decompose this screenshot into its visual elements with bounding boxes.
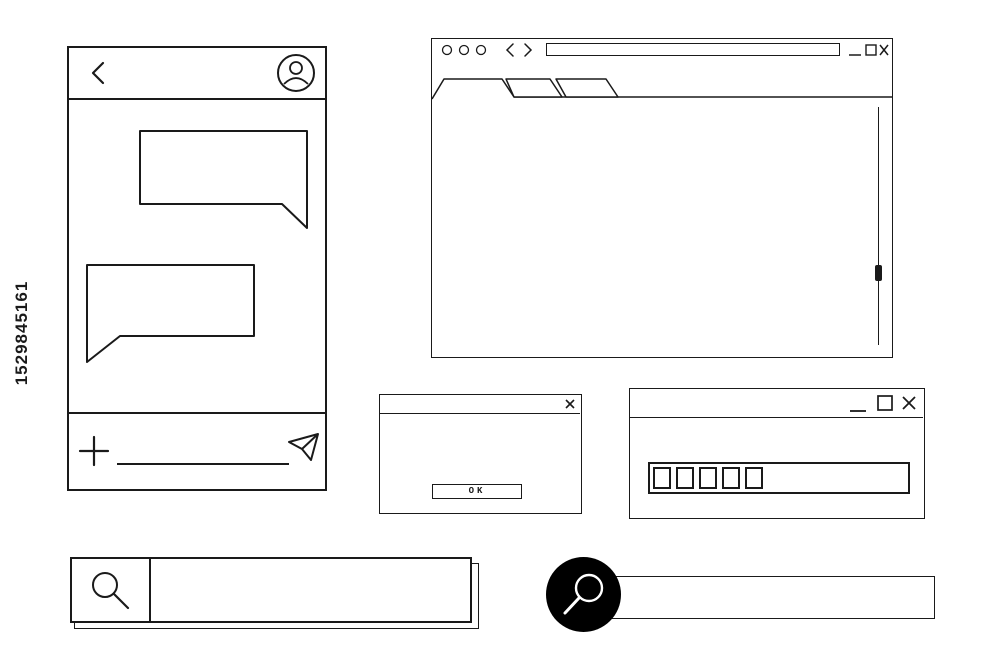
round-search-button[interactable] [546,557,621,632]
chevron-left-icon[interactable] [87,60,111,86]
minimize-icon[interactable] [848,395,868,413]
plus-icon[interactable] [77,434,111,468]
minimize-icon[interactable] [848,43,862,57]
chat-header [69,48,325,100]
tab-3[interactable] [554,77,620,99]
progress-segment [745,467,763,489]
chevron-left-icon[interactable] [504,42,516,58]
phone-chat-window [67,46,327,491]
search-button[interactable] [72,559,151,621]
chevron-right-icon[interactable] [522,42,534,58]
tab-2[interactable] [504,77,564,99]
close-icon[interactable] [878,43,890,57]
search-icon [563,573,604,615]
search-input[interactable] [152,559,470,621]
window-dots [441,44,487,56]
tab-strip [432,78,892,100]
round-search-input[interactable] [588,576,935,619]
search-bar [70,557,472,623]
maximize-icon[interactable] [864,43,878,57]
ok-button[interactable]: OK [432,484,522,499]
progress-window [629,388,925,519]
search-icon [92,572,130,610]
scrollbar-track[interactable] [878,107,879,345]
progress-segment [722,467,740,489]
progress-title-bar [630,389,923,418]
paper-plane-icon[interactable] [287,432,321,462]
progress-bar [648,462,910,494]
dialog-title-bar [380,395,580,414]
scrollbar-thumb[interactable] [875,265,882,281]
progress-segment [699,467,717,489]
ok-button-label: OK [468,486,486,496]
progress-segment [653,467,671,489]
chat-composer [69,412,325,491]
message-bubble-outgoing [86,264,255,363]
close-icon[interactable] [901,394,917,412]
close-icon[interactable] [564,398,576,410]
maximize-icon[interactable] [876,394,894,412]
progress-segment [676,467,694,489]
message-bubble-incoming [139,130,308,229]
message-input[interactable] [117,463,289,465]
address-bar[interactable] [546,43,840,56]
alert-dialog: OK [379,394,582,514]
browser-window [431,38,893,358]
side-id-text: 1529845161 [12,280,31,386]
user-avatar-icon[interactable] [276,53,316,93]
